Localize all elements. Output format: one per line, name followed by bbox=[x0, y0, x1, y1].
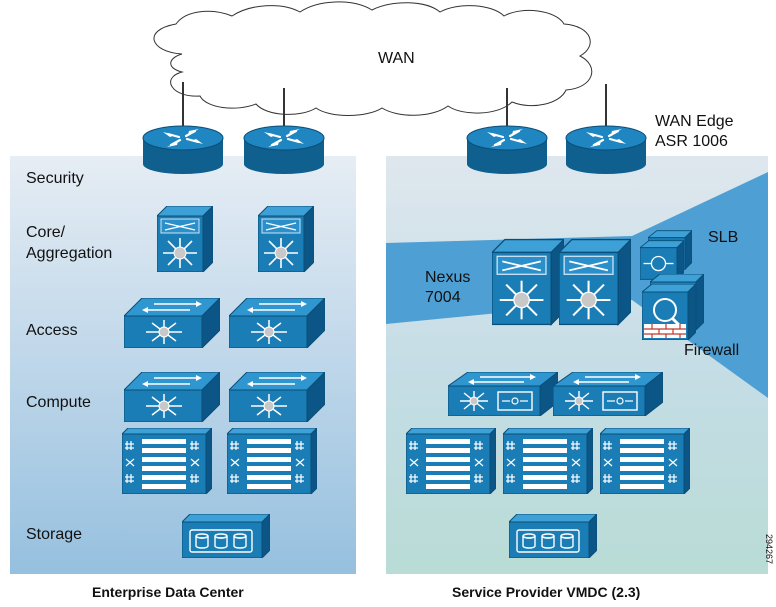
service-switch-icon bbox=[448, 372, 558, 416]
layer-label-core: Core/ Aggregation bbox=[26, 224, 113, 262]
firewall-icon bbox=[642, 284, 696, 340]
core-switch-icon bbox=[157, 206, 213, 272]
access-switch-icon bbox=[124, 298, 220, 348]
provider-caption: Service Provider VMDC (2.3) bbox=[452, 584, 641, 600]
nexus-chassis-icon bbox=[559, 238, 631, 326]
router-icon bbox=[465, 124, 549, 174]
wan-cloud bbox=[153, 1, 593, 116]
layer-label-storage: Storage bbox=[26, 526, 83, 543]
service-switch-icon bbox=[553, 372, 663, 416]
compute-switch-icon bbox=[229, 372, 325, 422]
blade-server-icon bbox=[600, 428, 690, 494]
wan-label: WAN bbox=[378, 50, 415, 67]
blade-server-icon bbox=[227, 428, 317, 494]
compute-switch-icon bbox=[124, 372, 220, 422]
core-switch-icon bbox=[258, 206, 314, 272]
router-icon bbox=[564, 124, 648, 174]
layer-label-access: Access bbox=[26, 322, 78, 339]
figure-id: 294267 bbox=[764, 534, 774, 565]
nexus-chassis-icon bbox=[492, 238, 564, 326]
router-icon bbox=[242, 124, 326, 174]
slb-icon bbox=[640, 240, 684, 280]
nexus-label: Nexus 7004 bbox=[425, 269, 471, 306]
router-icon bbox=[141, 124, 225, 174]
blade-server-icon bbox=[503, 428, 593, 494]
enterprise-caption: Enterprise Data Center bbox=[92, 584, 244, 600]
layer-label-security: Security bbox=[26, 170, 84, 187]
storage-array-icon bbox=[509, 514, 597, 558]
blade-server-icon bbox=[406, 428, 496, 494]
access-switch-icon bbox=[229, 298, 325, 348]
wan-edge-label: WAN Edge ASR 1006 bbox=[655, 113, 734, 150]
slb-label: SLB bbox=[708, 229, 739, 246]
layer-label-compute: Compute bbox=[26, 394, 91, 411]
storage-array-icon bbox=[182, 514, 270, 558]
firewall-label: Firewall bbox=[684, 342, 740, 359]
blade-server-icon bbox=[122, 428, 212, 494]
